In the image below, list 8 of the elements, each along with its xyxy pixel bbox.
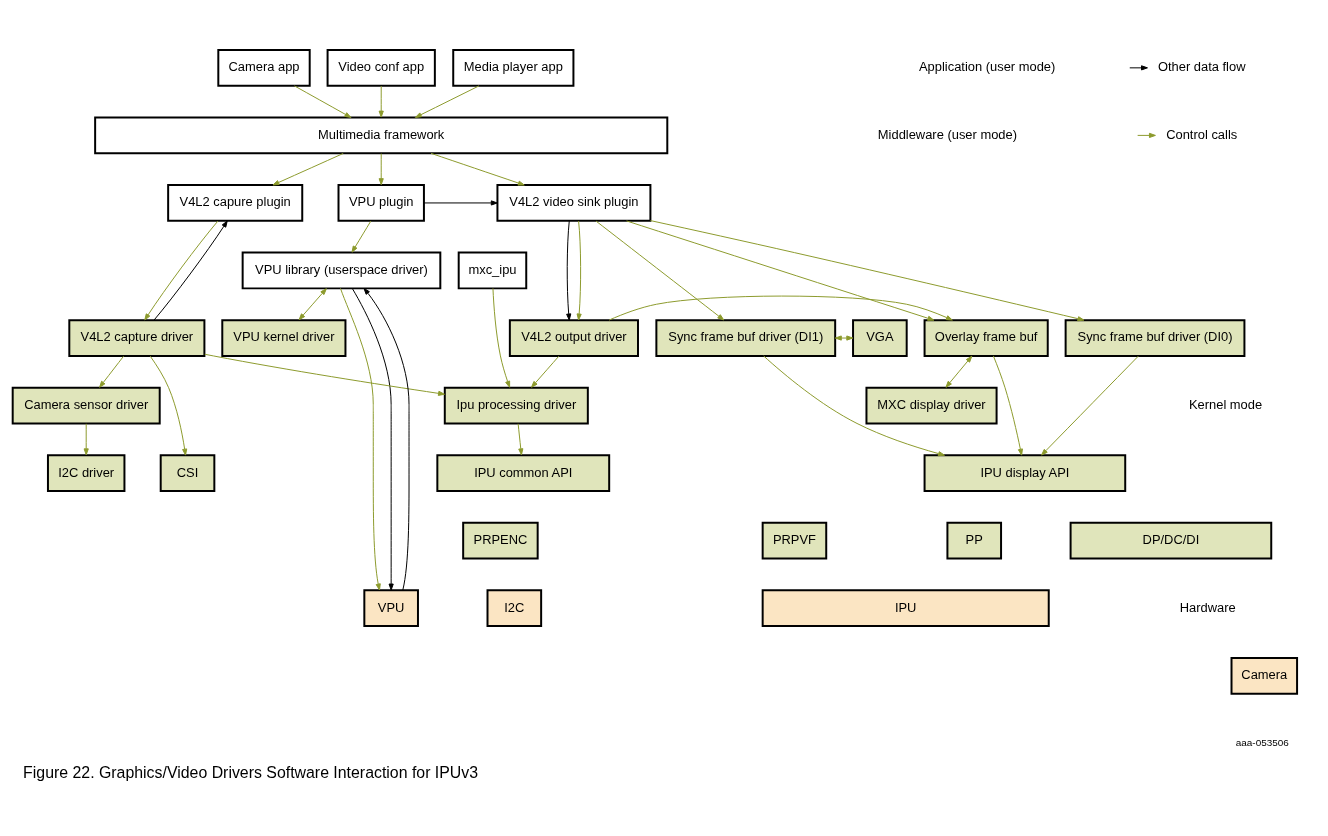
- caption: Figure 22. Graphics/Video Drivers Software Interaction for IPUv3: [23, 763, 479, 781]
- label: Middleware (user mode): [877, 126, 1017, 142]
- legend-label: Control calls: [1166, 126, 1238, 142]
- legend-label: Other data flow: [1157, 58, 1246, 74]
- label: aaa-053506: [1235, 736, 1289, 748]
- label: Kernel mode: [1188, 396, 1263, 412]
- label: Application (user mode): [918, 58, 1056, 74]
- label: Hardware: [1179, 599, 1236, 615]
